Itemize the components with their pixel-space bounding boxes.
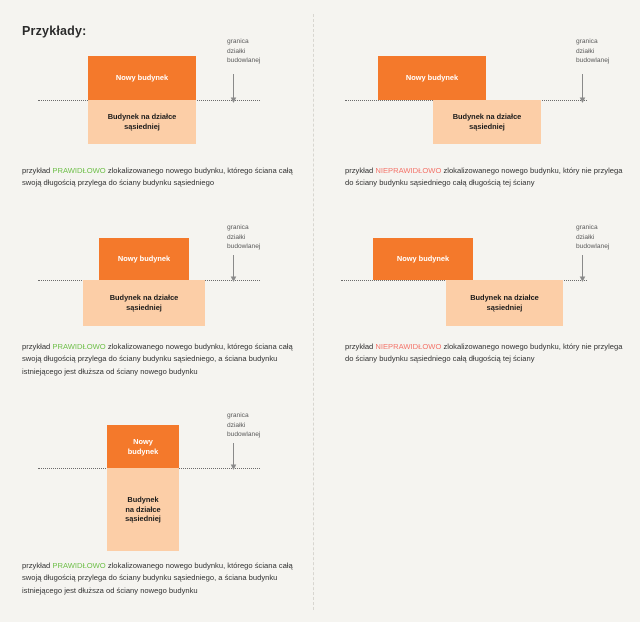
- caption-suffix: zlokalizowanego nowego budynku, który ni…: [345, 342, 623, 364]
- caption-top-left: przykład PRAWIDŁOWO zlokalizowanego nowe…: [22, 165, 297, 190]
- caption-prefix: przykład: [22, 561, 53, 570]
- boundary-arrow-icon: [579, 255, 586, 283]
- diagram-middle-right: Nowy budynek Budynek na działce sąsiedni…: [327, 222, 640, 340]
- page-title: Przykłady:: [22, 24, 87, 38]
- neighbour-building-box: Budynek na działce sąsiedniej: [83, 280, 205, 326]
- boundary-note-label: granica działki budowlanej: [227, 412, 261, 439]
- caption-suffix: zlokalizowanego nowego budynku, którego …: [22, 561, 293, 595]
- caption-prefix: przykład: [22, 166, 53, 175]
- caption-suffix: zlokalizowanego nowego budynku, którego …: [22, 342, 293, 376]
- boundary-arrow-icon: [230, 255, 237, 283]
- neighbour-building-box: Budynek na działce sąsiedniej: [446, 280, 563, 326]
- caption-prefix: przykład: [22, 342, 53, 351]
- boundary-note-label: granica działki budowlanej: [227, 38, 261, 65]
- neighbour-building-box: Budynek na działce sąsiedniej: [433, 100, 541, 144]
- caption-bottom-left: przykład PRAWIDŁOWO zlokalizowanego nowe…: [22, 560, 306, 597]
- example-panel-middle-left: Nowy budynek Budynek na działce sąsiedni…: [0, 222, 313, 404]
- new-building-box: Nowy budynek: [88, 56, 196, 100]
- caption-middle-left: przykład PRAWIDŁOWO zlokalizowanego nowe…: [22, 341, 306, 378]
- verdict-keyword: PRAWIDŁOWO: [52, 166, 106, 175]
- example-panel-bottom-left: Nowy budynek Budynek na działce sąsiedni…: [0, 410, 313, 615]
- boundary-arrow-icon: [579, 74, 586, 104]
- diagram-top-left: Nowy budynek Budynek na działce sąsiedni…: [0, 30, 313, 160]
- example-panel-top-left: Nowy budynek Budynek na działce sąsiedni…: [0, 30, 313, 215]
- new-building-box: Nowy budynek: [99, 238, 189, 280]
- verdict-keyword: PRAWIDŁOWO: [52, 342, 106, 351]
- diagram-middle-left: Nowy budynek Budynek na działce sąsiedni…: [0, 222, 313, 340]
- boundary-note-label: granica działki budowlanej: [576, 224, 610, 251]
- verdict-keyword: NIEPRAWIDŁOWO: [375, 166, 442, 175]
- boundary-arrow-icon: [230, 74, 237, 104]
- caption-middle-right: przykład NIEPRAWIDŁOWO zlokalizowanego n…: [345, 341, 627, 366]
- caption-top-right: przykład NIEPRAWIDŁOWO zlokalizowanego n…: [345, 165, 627, 190]
- verdict-keyword: PRAWIDŁOWO: [52, 561, 106, 570]
- diagram-top-right: Nowy budynek Budynek na działce sąsiedni…: [327, 30, 640, 160]
- caption-suffix: zlokalizowanego nowego budynku, którego …: [22, 166, 293, 188]
- neighbour-building-box: Budynek na działce sąsiedniej: [107, 468, 179, 551]
- new-building-box: Nowy budynek: [378, 56, 486, 100]
- caption-prefix: przykład: [345, 166, 376, 175]
- verdict-keyword: NIEPRAWIDŁOWO: [375, 342, 442, 351]
- example-panel-top-right: Nowy budynek Budynek na działce sąsiedni…: [327, 30, 640, 215]
- boundary-note-label: granica działki budowlanej: [576, 38, 610, 65]
- example-panel-middle-right: Nowy budynek Budynek na działce sąsiedni…: [327, 222, 640, 404]
- boundary-note-label: granica działki budowlanej: [227, 224, 261, 251]
- neighbour-building-box: Budynek na działce sąsiedniej: [88, 100, 196, 144]
- new-building-box: Nowy budynek: [107, 425, 179, 468]
- new-building-box: Nowy budynek: [373, 238, 473, 280]
- diagram-bottom-left: Nowy budynek Budynek na działce sąsiedni…: [0, 410, 313, 551]
- boundary-arrow-icon: [230, 443, 237, 471]
- caption-prefix: przykład: [345, 342, 376, 351]
- vertical-divider: [313, 14, 314, 610]
- caption-suffix: zlokalizowanego nowego budynku, który ni…: [345, 166, 623, 188]
